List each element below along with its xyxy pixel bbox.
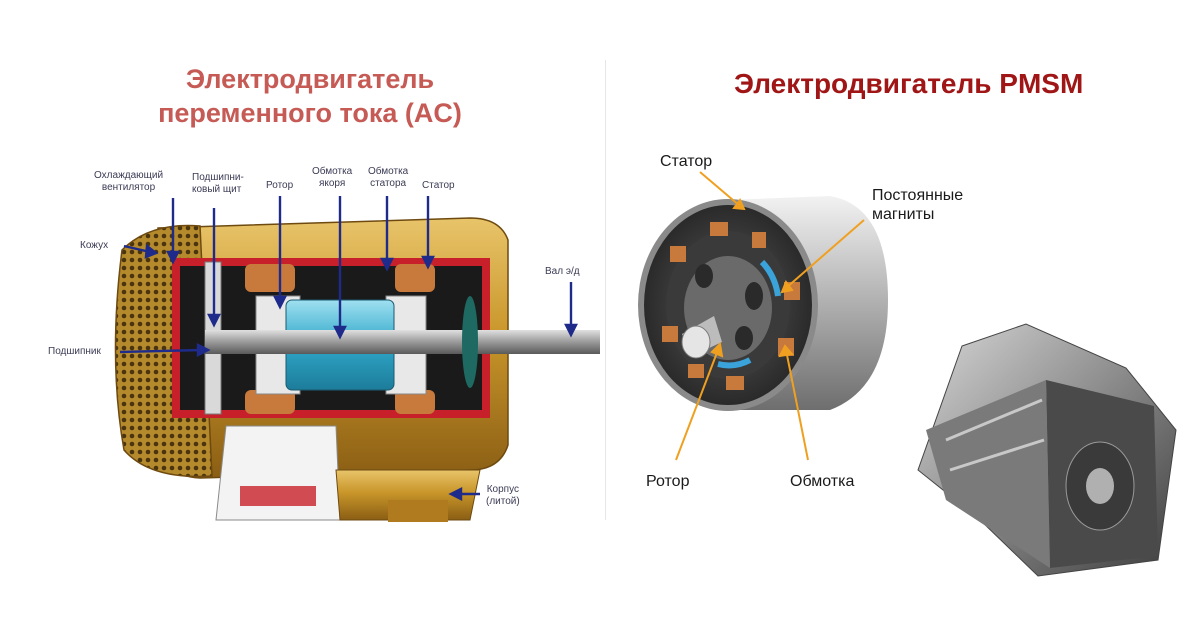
label-bearing-shield: Подшипни-ковый щит (192, 172, 244, 195)
label-bearing: Подшипник (48, 346, 101, 357)
pmsm-label-arrows (675, 171, 865, 461)
pmsm-stator-cylinder (638, 196, 888, 411)
pmsm-motor-title: Электродвигатель PMSM (734, 68, 1084, 99)
pmsm-label-stator: Статор (660, 153, 713, 170)
ac-motor-panel: Электродвигатель переменного тока (AC) (48, 62, 600, 522)
pmsm-motor-panel: Электродвигатель PMSM (606, 0, 1200, 629)
ac-label-arrows (119, 196, 578, 501)
pmsm-illustration (638, 171, 1177, 577)
panel-divider (605, 60, 606, 520)
ac-motor-title: Электродвигатель переменного тока (AC) (110, 62, 510, 130)
motor-housing (114, 217, 600, 522)
ac-motor-illustration (114, 196, 600, 522)
label-housing: Корпус(литой) (486, 484, 520, 507)
pmsm-motor-photo (917, 323, 1177, 577)
ac-title-line2: переменного тока (AC) (158, 98, 462, 128)
pmsm-label-winding: Обмотка (790, 473, 855, 490)
label-shaft: Вал э/д (545, 266, 580, 277)
label-stator: Статор (422, 180, 455, 191)
label-rotor: Ротор (266, 180, 294, 191)
pmsm-label-rotor: Ротор (646, 473, 690, 490)
ac-title-line1: Электродвигатель (185, 64, 435, 94)
label-casing: Кожух (80, 240, 109, 251)
